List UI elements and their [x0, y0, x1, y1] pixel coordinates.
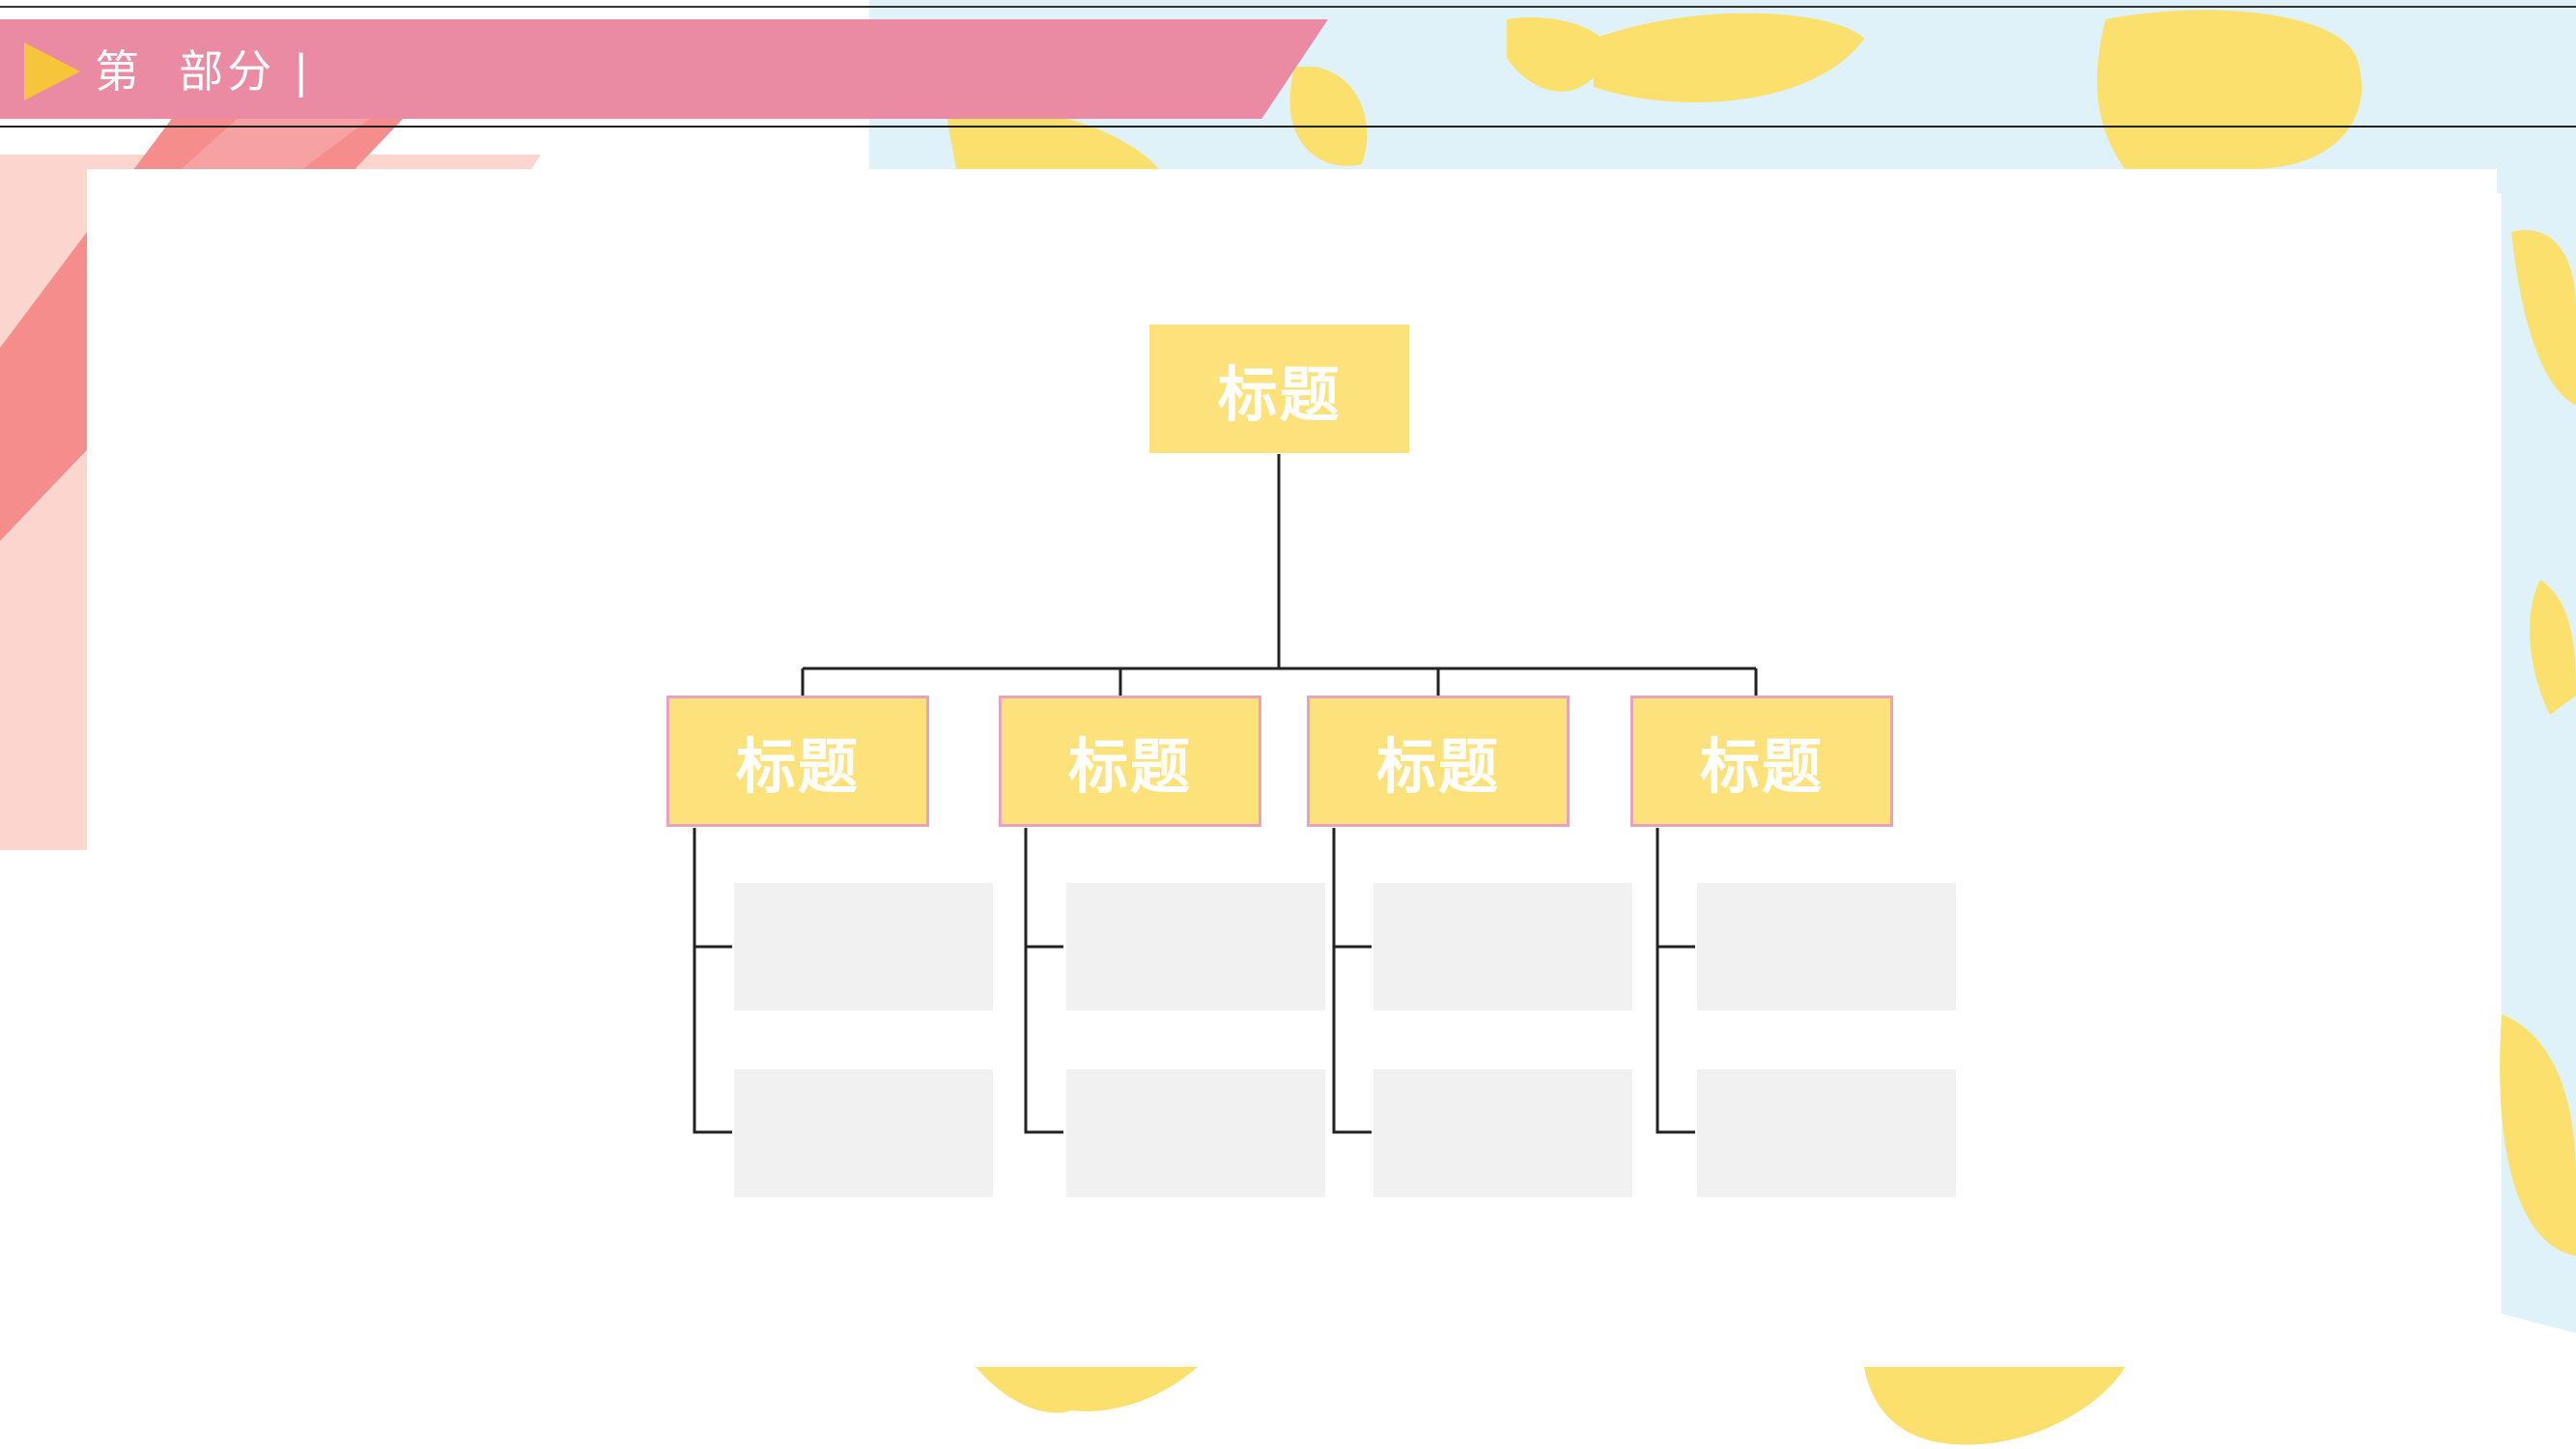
map-land-3 — [1289, 66, 1368, 166]
header-divider — [0, 126, 2576, 128]
sky-backdrop-right — [2453, 164, 2576, 1333]
map-land-1 — [1507, 17, 1609, 92]
map-land-6 — [2511, 230, 2576, 406]
child-node-1[interactable]: 标题 — [666, 696, 929, 827]
root-node[interactable]: 标题 — [1149, 325, 1409, 453]
map-land-9 — [976, 1367, 1198, 1413]
child-node-4[interactable]: 标题 — [1630, 696, 1893, 827]
leaf-box-2b[interactable] — [1066, 1069, 1325, 1197]
map-land-5 — [2097, 10, 2363, 170]
section-title[interactable]: 第 部分 | — [95, 45, 313, 98]
leaf-box-1b[interactable] — [734, 1069, 993, 1197]
map-land-10 — [1864, 1367, 2125, 1445]
child-node-3[interactable]: 标题 — [1307, 696, 1570, 827]
map-land-8 — [2500, 1014, 2576, 1256]
leaf-box-4a[interactable] — [1697, 883, 1956, 1010]
map-land-4 — [947, 109, 1159, 169]
leaf-box-3a[interactable] — [1373, 883, 1632, 1010]
leaf-box-1a[interactable] — [734, 883, 993, 1010]
leaf-box-4b[interactable] — [1697, 1069, 1956, 1197]
map-land-7 — [2530, 580, 2576, 715]
leaf-box-3b[interactable] — [1373, 1069, 1632, 1197]
play-triangle-icon — [24, 43, 80, 100]
header-top-rule — [0, 6, 2576, 8]
map-land-2 — [1594, 13, 1864, 102]
child-node-2[interactable]: 标题 — [999, 696, 1261, 827]
header-banner — [0, 19, 1328, 119]
leaf-box-2a[interactable] — [1066, 883, 1325, 1010]
